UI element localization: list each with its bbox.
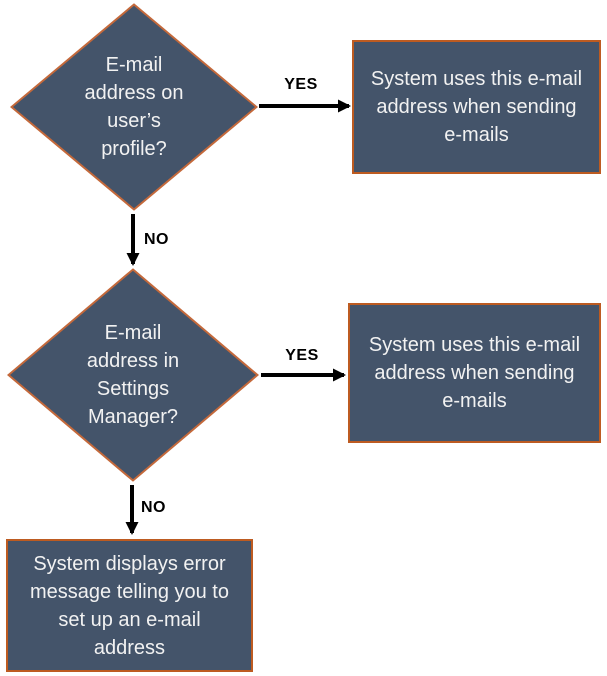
text-line: E-mail	[104, 322, 162, 344]
text-line: profile?	[101, 138, 167, 160]
diamond-shape	[10, 3, 258, 211]
text-line: user’s	[107, 110, 161, 132]
text-line: Manager?	[87, 406, 179, 428]
edge-label-profile-no: NO	[144, 231, 169, 248]
node-decision-email-on-profile: E-mail address on user’s profile?	[10, 3, 258, 211]
node-text: E-mail address on user’s profile?	[85, 51, 184, 163]
edge-label-settings-yes: YES	[285, 347, 319, 364]
node-text: System uses this e-mail address when sen…	[371, 65, 582, 149]
text-line: System displays error	[33, 552, 226, 575]
node-text: System uses this e-mail address when sen…	[369, 331, 580, 415]
text-line: e-mails	[442, 390, 507, 412]
text-line: address	[93, 636, 166, 659]
text-line: address when sending	[374, 362, 575, 384]
text-line: message telling you to	[29, 580, 229, 603]
text-line: set up an e-mail	[58, 608, 201, 631]
text-line: e-mails	[444, 124, 509, 146]
text-line: address in	[86, 350, 180, 372]
node-decision-email-in-settings-manager: E-mail address in Settings Manager?	[7, 268, 259, 482]
edge-label-settings-no: NO	[141, 499, 166, 516]
diamond-shape	[7, 268, 259, 482]
text-line: address on	[84, 82, 184, 104]
node-text: System displays error message telling yo…	[30, 550, 229, 662]
text-line: address when sending	[376, 96, 577, 118]
node-text: E-mail address in Settings Manager?	[87, 319, 179, 431]
text-line: E-mail	[105, 54, 163, 76]
text-line: Settings	[96, 378, 170, 400]
text-line: System uses this e-mail	[368, 334, 581, 356]
edge-label-profile-yes: YES	[284, 76, 318, 93]
node-process-uses-settings-email: System uses this e-mail address when sen…	[348, 303, 601, 443]
node-process-error-message: System displays error message telling yo…	[6, 539, 253, 672]
text-line: System uses this e-mail	[370, 68, 583, 90]
node-process-uses-profile-email: System uses this e-mail address when sen…	[352, 40, 601, 174]
